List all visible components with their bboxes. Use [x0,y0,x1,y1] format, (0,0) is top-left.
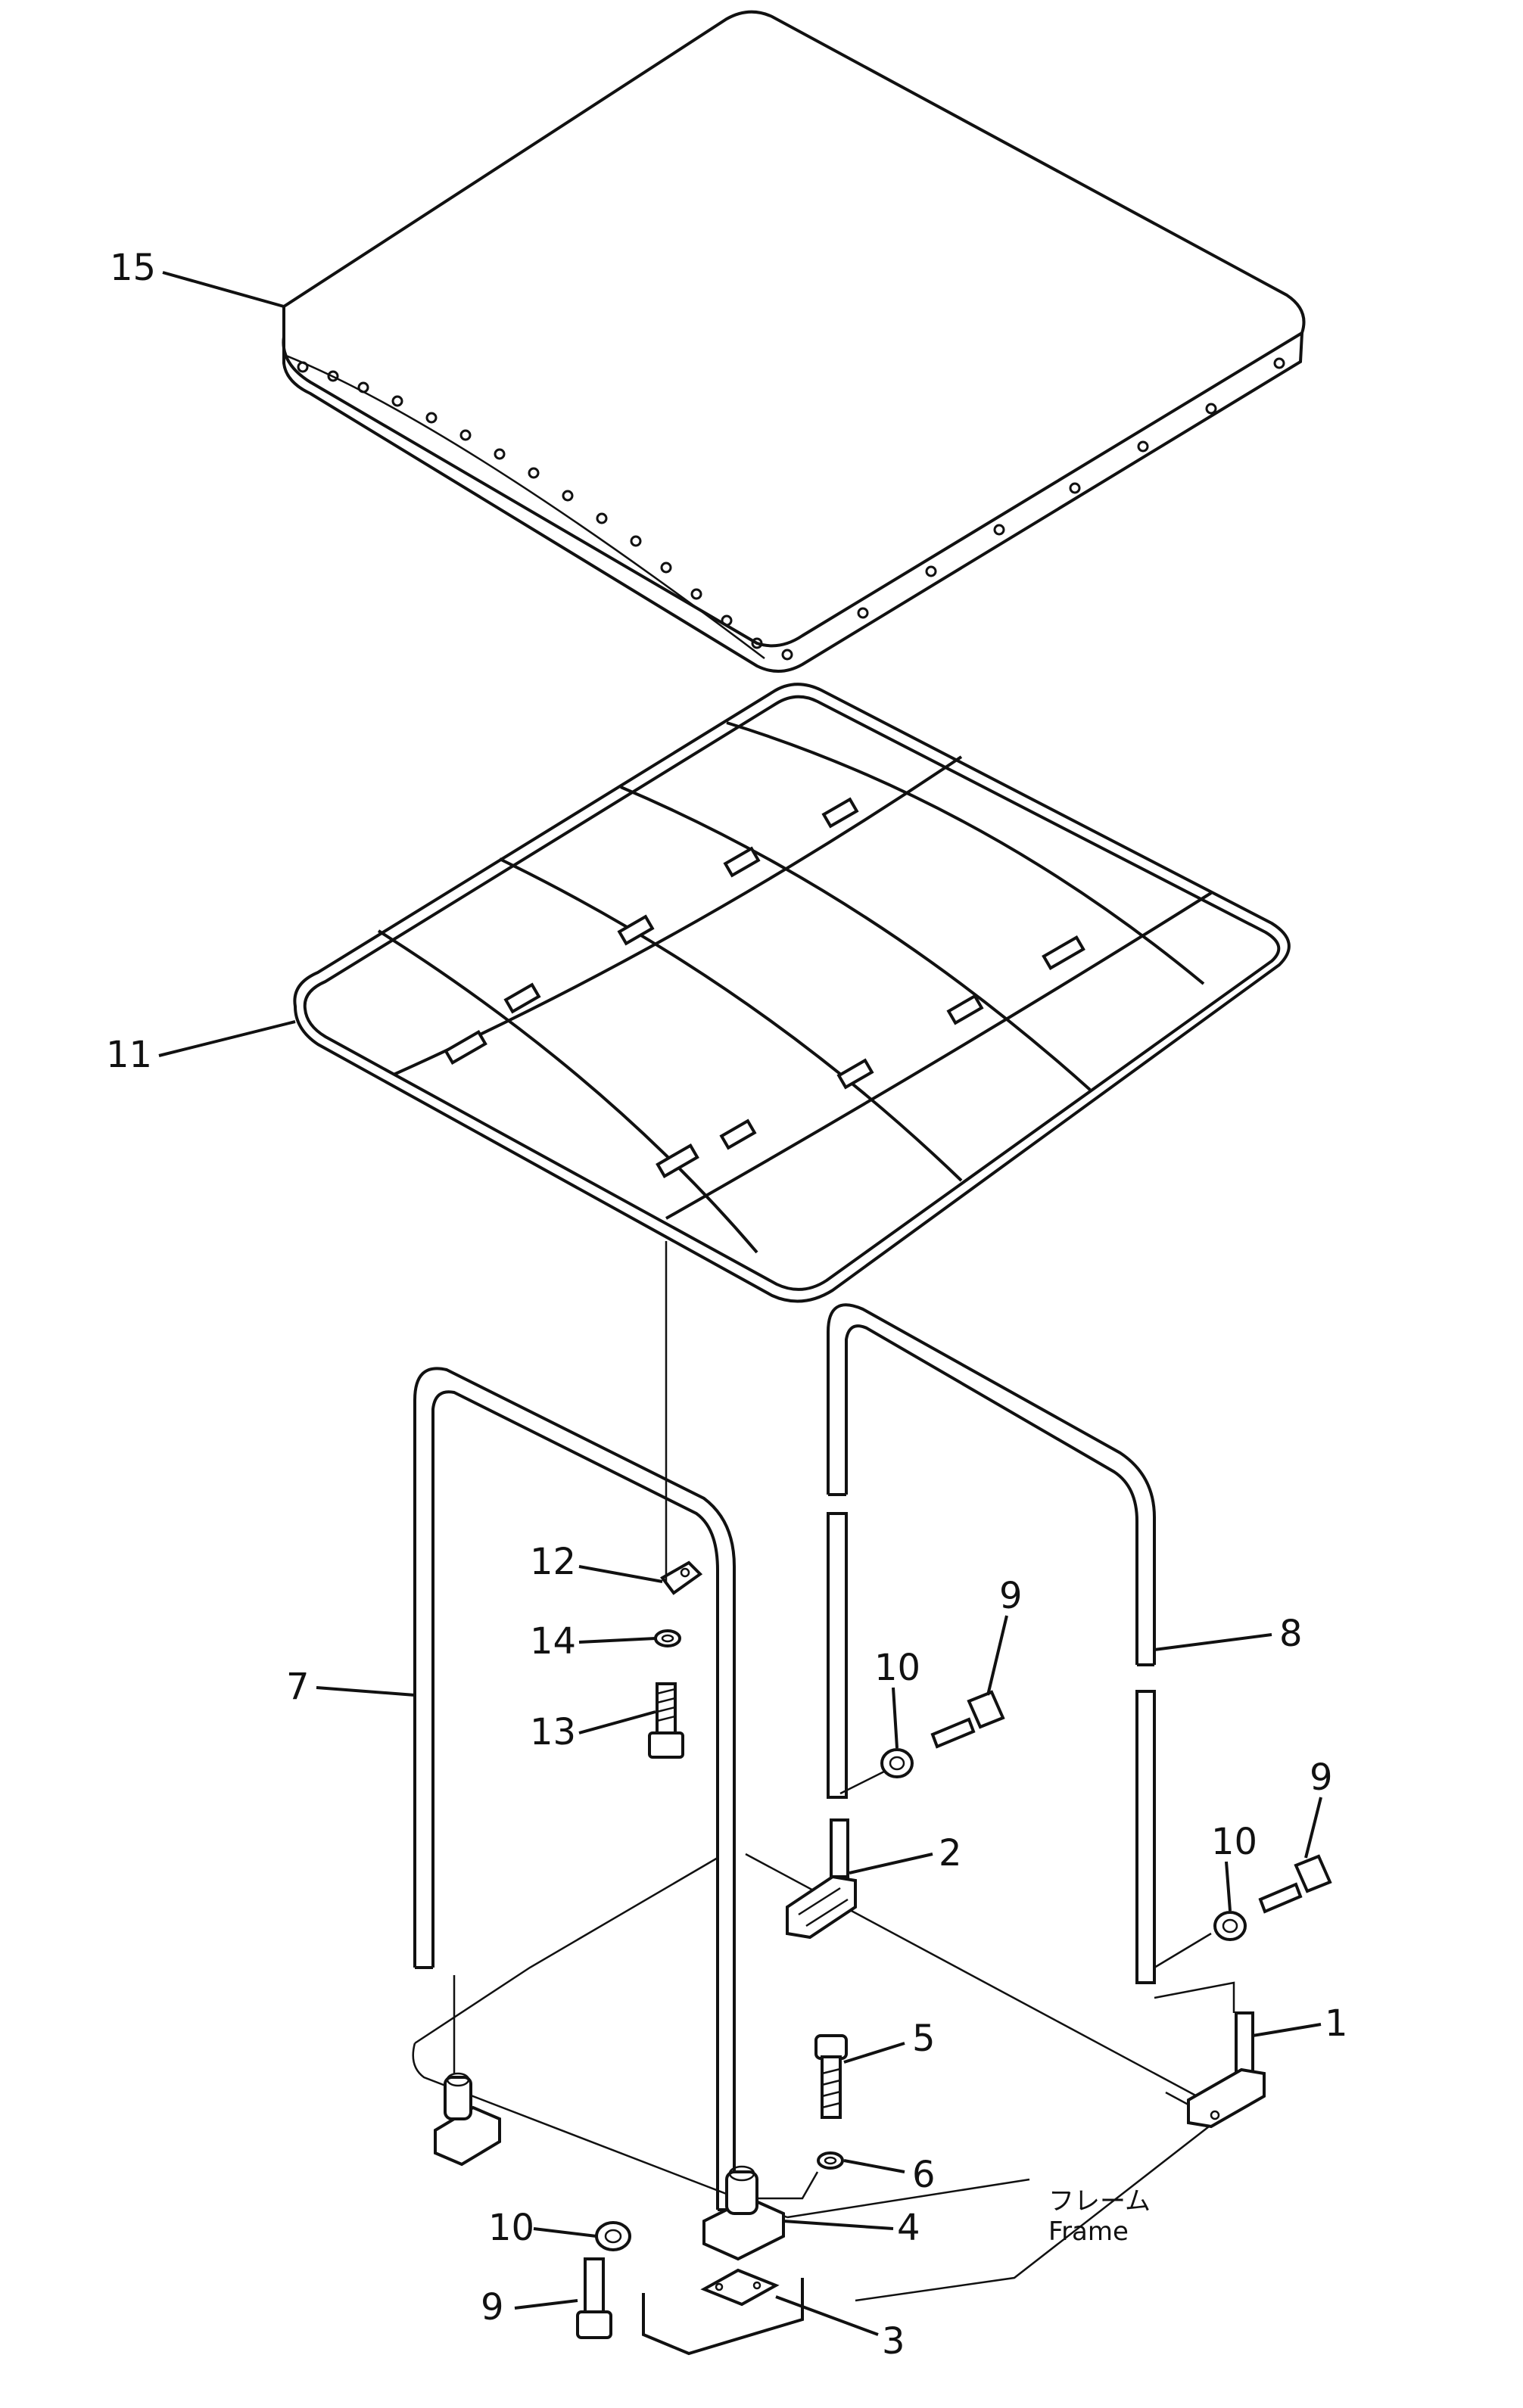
pipe-part-8 [827,1303,1156,1984]
bolt-part-5 [814,2034,848,2119]
plate-part-3 [700,2268,780,2307]
callout-1: 1 [1325,2002,1348,2045]
frame-label-japanese: フレーム [1048,2186,1151,2217]
bolt-part-9-bottom [576,2257,612,2339]
callout-9-bottom: 9 [481,2286,504,2329]
nut-part-10-middle [880,1748,914,1778]
callout-8: 8 [1279,1613,1303,1655]
callout-7: 7 [286,1666,310,1708]
leader-6-to-4 [757,2171,819,2200]
washer-part-14 [654,1629,681,1647]
callout-13: 13 [530,1711,576,1753]
bolt-part-13 [648,1682,684,1759]
bolt-part-9-middle [930,1690,1005,1749]
bracket-part-1 [1187,2011,1266,2129]
callout-6: 6 [912,2154,936,2196]
leader-10-mid-to-pipe [839,1769,886,1795]
callout-14: 14 [530,1620,576,1663]
callout-11: 11 [106,1034,152,1076]
bracket-part-4 [702,2165,785,2261]
callout-5: 5 [912,2018,936,2060]
left-base-bracket [434,2072,501,2167]
bracket-part-2 [786,1818,857,1940]
callout-15: 15 [110,247,156,289]
callout-10-middle: 10 [874,1647,920,1689]
bolt-part-9-right [1258,1854,1332,1914]
nut-part-10-right [1213,1911,1247,1941]
clip-part-12 [660,1560,703,1595]
frame-clips [444,797,1085,1179]
leader-lines [158,271,1322,2336]
callout-2: 2 [939,1832,962,1874]
nut-part-10-bottom [595,2221,631,2251]
callout-10-right: 10 [1211,1821,1257,1863]
roof-frame-part-11 [293,683,1291,1303]
callout-9-middle: 9 [999,1575,1023,1617]
callout-9-right: 9 [1310,1756,1333,1799]
callout-12: 12 [530,1541,576,1583]
cover-grommets [297,357,1285,661]
washer-part-6 [817,2151,844,2170]
canopy-cover-part-15 [282,10,1306,674]
leader-10-right [1154,1932,1212,1969]
leader-8-to-1 [1154,1981,1235,2013]
callout-4: 4 [897,2207,920,2249]
callout-10-bottom: 10 [488,2207,534,2249]
callout-3: 3 [882,2320,905,2363]
frame-label-english: Frame [1048,2217,1129,2247]
